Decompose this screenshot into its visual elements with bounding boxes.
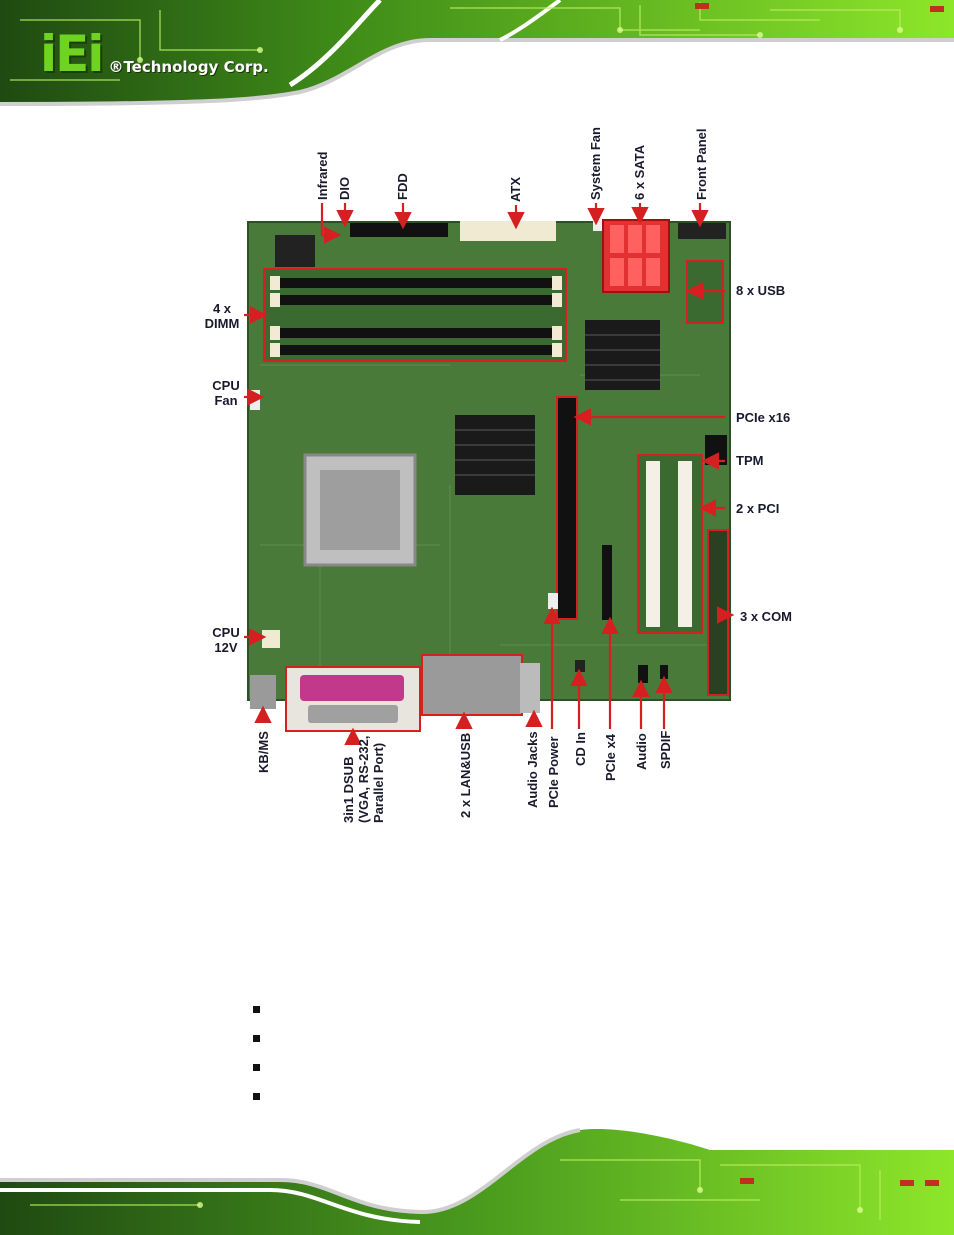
label-dimm-line2: DIMM xyxy=(205,316,240,331)
label-sata: 6 x SATA xyxy=(632,144,647,200)
list-item xyxy=(253,1082,274,1111)
pcie-x4-slot xyxy=(602,545,612,620)
label-cpu-fan-line2: Fan xyxy=(214,393,237,408)
label-dsub-line2: (VGA, RS-232, xyxy=(356,736,371,823)
label-atx: ATX xyxy=(508,177,523,202)
pcie-power-connector xyxy=(548,593,558,609)
label-pcie4: PCIe x4 xyxy=(603,733,618,781)
label-cpu-fan-line1: CPU xyxy=(212,378,239,393)
front-panel-header xyxy=(678,223,726,239)
com-headers xyxy=(707,529,729,696)
cpu-fan-header xyxy=(250,390,260,410)
label-spdif: SPDIF xyxy=(658,731,673,769)
fdd-header xyxy=(350,223,448,237)
label-com: 3 x COM xyxy=(740,609,792,624)
label-pci: 2 x PCI xyxy=(736,501,779,516)
atx-connector xyxy=(460,221,556,241)
company-logo: iEi ®Technology Corp. xyxy=(40,25,269,83)
label-cpu12v-line1: CPU xyxy=(212,625,239,640)
label-dio: DIO xyxy=(337,177,352,200)
iei-logo-mark: iEi xyxy=(40,25,104,83)
northbridge-heatsink xyxy=(585,320,660,390)
page-header: iEi ®Technology Corp. xyxy=(0,0,954,112)
audio-jacks xyxy=(520,663,540,713)
company-name: ®Technology Corp. xyxy=(108,58,269,76)
motherboard-diagram: Infrared DIO FDD ATX System Fan 6 x SATA… xyxy=(205,127,792,823)
bullet-list xyxy=(253,995,274,1111)
label-dimm-line1: 4 x xyxy=(213,301,232,316)
label-pcie16: PCIe x16 xyxy=(736,410,790,425)
label-cd-in: CD In xyxy=(573,732,588,766)
audio-header xyxy=(638,665,648,683)
page-footer xyxy=(0,1120,954,1235)
bullet-square-icon xyxy=(253,1035,260,1042)
kbms-port xyxy=(250,675,276,709)
label-cpu12v-line2: 12V xyxy=(214,640,237,655)
circuit-banner-bottom xyxy=(0,1120,954,1235)
label-audio-jacks: Audio Jacks xyxy=(525,731,540,808)
label-dsub-line3: Parallel Port) xyxy=(371,743,386,823)
bullet-square-icon xyxy=(253,1093,260,1100)
label-pcie-power: PCIe Power xyxy=(546,736,561,808)
pcie-x16-slot xyxy=(556,396,578,620)
lan-usb-ports xyxy=(421,654,523,716)
bullet-square-icon xyxy=(253,1064,260,1071)
southbridge-heatsink xyxy=(455,415,535,495)
cpu-12v-connector xyxy=(262,630,280,648)
label-tpm: TPM xyxy=(736,453,763,468)
motherboard-connector-figure: Infrared DIO FDD ATX System Fan 6 x SATA… xyxy=(200,125,800,825)
label-usb: 8 x USB xyxy=(736,283,785,298)
label-infrared: Infrared xyxy=(315,152,330,200)
cd-in-header xyxy=(575,660,585,672)
list-item xyxy=(253,995,274,1024)
bullet-square-icon xyxy=(253,1006,260,1013)
label-front-panel: Front Panel xyxy=(694,128,709,200)
circuit-banner-top xyxy=(0,0,954,112)
label-kbms: KB/MS xyxy=(256,731,271,773)
label-fdd: FDD xyxy=(395,173,410,200)
label-lan-usb: 2 x LAN&USB xyxy=(458,733,473,818)
list-item xyxy=(253,1053,274,1082)
system-fan-header xyxy=(593,221,603,231)
label-system-fan: System Fan xyxy=(588,127,603,200)
list-item xyxy=(253,1024,274,1053)
label-dsub-line1: 3in1 DSUB xyxy=(341,757,356,823)
spdif-header xyxy=(660,665,668,679)
bios-chip xyxy=(275,235,315,267)
label-audio: Audio xyxy=(634,733,649,770)
